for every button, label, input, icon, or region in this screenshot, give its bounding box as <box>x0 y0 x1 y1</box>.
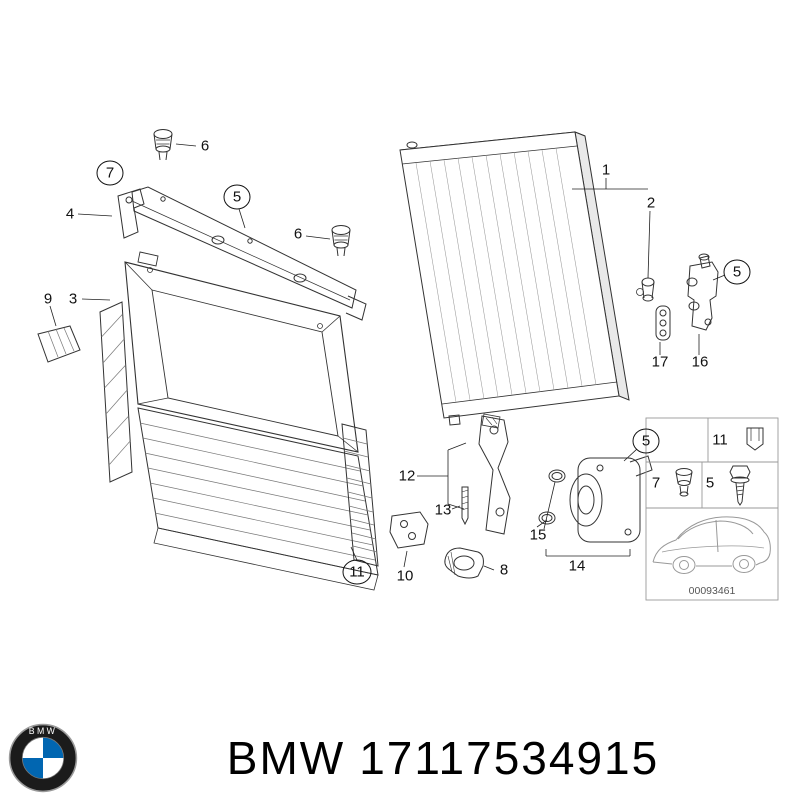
callout-6: 6 <box>201 138 209 155</box>
callout-9: 9 <box>44 291 52 308</box>
callout-8: 8 <box>500 562 508 579</box>
callout-15: 15 <box>530 527 547 544</box>
svg-text:11: 11 <box>712 432 728 449</box>
callout-16: 16 <box>692 354 709 371</box>
o-ring-parts <box>538 469 566 525</box>
brand-text: BMW <box>226 732 346 784</box>
svg-text:3: 3 <box>69 291 77 308</box>
callout-2: 2 <box>647 195 655 212</box>
callout-5-inset: 5 <box>706 475 714 492</box>
callout-12: 12 <box>399 468 416 485</box>
callout-7-inset: 7 <box>652 475 660 492</box>
callout-4: 4 <box>66 206 74 223</box>
callout-3: 3 <box>69 291 77 308</box>
valve-part <box>686 253 719 331</box>
svg-text:5: 5 <box>706 475 714 492</box>
gasket-part <box>655 305 671 341</box>
callout-5-circled: 5 <box>632 428 660 454</box>
mount-bracket-part <box>117 188 145 239</box>
callout-1: 1 <box>602 162 610 179</box>
screw-icon <box>729 465 751 506</box>
callout-7-circled: 7 <box>96 160 124 186</box>
svg-text:7: 7 <box>652 475 660 492</box>
callouts: 6 7 4 5 6 9 3 1 2 5 17 16 12 13 <box>44 138 751 585</box>
roundel-quadrant-blue <box>22 758 43 779</box>
svg-text:17: 17 <box>652 354 669 371</box>
aux-pump-part <box>569 455 653 543</box>
svg-text:12: 12 <box>399 468 416 485</box>
svg-text:5: 5 <box>733 264 741 281</box>
lower-apron-part <box>137 407 379 591</box>
pin-part <box>461 486 469 526</box>
clip-icon <box>746 427 764 451</box>
svg-text:6: 6 <box>201 138 209 155</box>
callout-10: 10 <box>397 568 414 585</box>
callout-5-circled: 5 <box>223 184 251 210</box>
mount-wedge-part <box>37 325 81 363</box>
svg-text:10: 10 <box>397 568 414 585</box>
svg-text:5: 5 <box>642 433 650 450</box>
callout-5-circled: 5 <box>723 259 751 285</box>
callout-14: 14 <box>569 558 586 575</box>
svg-text:14: 14 <box>569 558 586 575</box>
svg-text:5: 5 <box>233 189 241 206</box>
svg-text:1: 1 <box>602 162 610 179</box>
svg-text:6: 6 <box>294 226 302 243</box>
callout-11-circled: 11 <box>342 559 372 585</box>
callout-13: 13 <box>435 502 452 519</box>
exploded-parts-diagram: 00093461 6 7 4 5 <box>37 129 779 601</box>
grommet-housing-part <box>444 547 484 579</box>
callout-11-inset: 11 <box>712 432 728 449</box>
svg-text:2: 2 <box>647 195 655 212</box>
bmw-logo: BMW <box>8 723 78 793</box>
shroud-side-strip <box>99 301 133 483</box>
callout-17: 17 <box>652 354 669 371</box>
image-code: 00093461 <box>689 585 736 597</box>
rubber-plug-part <box>331 225 351 257</box>
svg-text:11: 11 <box>349 564 365 581</box>
small-plate-part <box>389 511 429 549</box>
drain-fitting-part <box>636 277 655 302</box>
shroud-frame-part <box>124 251 359 453</box>
grommet-icon <box>675 468 693 497</box>
radiator-part <box>399 131 630 426</box>
carrier-panel-part <box>131 186 367 321</box>
vehicle-silhouette <box>652 516 771 574</box>
svg-text:9: 9 <box>44 291 52 308</box>
svg-text:7: 7 <box>106 165 114 182</box>
svg-text:16: 16 <box>692 354 709 371</box>
leader-lines <box>49 143 726 571</box>
holder-bracket-part <box>478 413 511 535</box>
callout-6: 6 <box>294 226 302 243</box>
rubber-plug-part <box>153 129 173 161</box>
part-number-text: 17117534915 <box>359 732 660 784</box>
svg-text:13: 13 <box>435 502 452 519</box>
roundel-quadrant-blue <box>43 737 64 758</box>
svg-text:4: 4 <box>66 206 74 223</box>
right-support-column <box>341 423 379 567</box>
bmw-logo-text: BMW <box>29 726 58 736</box>
hardware-inset: 00093461 <box>645 417 779 601</box>
svg-text:8: 8 <box>500 562 508 579</box>
svg-text:15: 15 <box>530 527 547 544</box>
